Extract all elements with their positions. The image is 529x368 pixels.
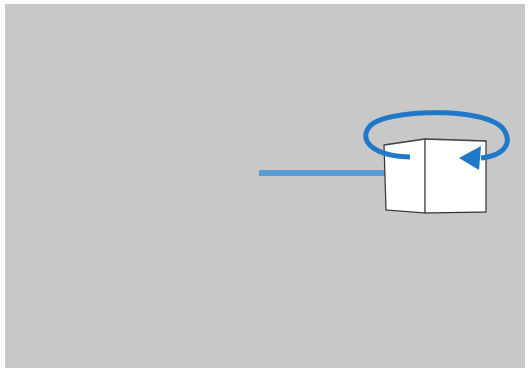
rotate-arrow-icon bbox=[363, 110, 510, 170]
cube-icon[interactable] bbox=[383, 138, 487, 214]
